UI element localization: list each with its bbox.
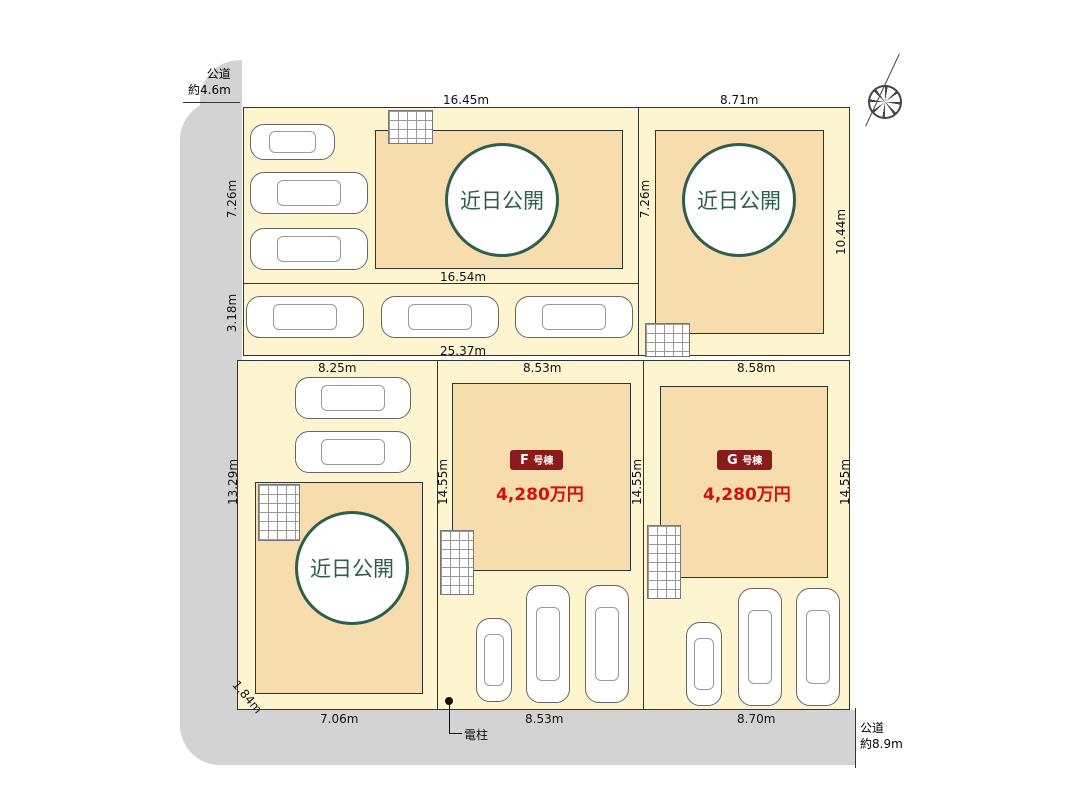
dimension: 13.29m	[226, 458, 241, 506]
car	[295, 377, 411, 419]
car	[515, 296, 633, 338]
badge-suffix: 号棟	[742, 456, 763, 467]
car	[250, 228, 368, 270]
utility-pole-leader	[449, 705, 462, 734]
road-label-top-left: 公道約4.6m	[188, 66, 231, 98]
dimension: 8.53m	[525, 712, 564, 726]
car	[381, 296, 499, 338]
utility-pole-icon	[445, 697, 453, 705]
entrance-grid	[258, 484, 300, 541]
entrance-grid	[440, 530, 474, 595]
car	[585, 585, 629, 703]
dimension: 7.06m	[320, 712, 359, 726]
badge-letter: F	[520, 453, 529, 468]
dimension: 25.37m	[440, 344, 487, 358]
car	[246, 296, 364, 338]
dimension: 14.55m	[838, 458, 853, 506]
dimension: 16.45m	[443, 93, 490, 107]
badge-letter: G	[727, 453, 738, 468]
dimension: 7.26m	[225, 179, 240, 219]
dimension: 8.71m	[720, 93, 759, 107]
dimension: 7.26m	[638, 179, 653, 219]
status-coming-soon: 近日公開	[445, 143, 559, 257]
dimension: 8.53m	[523, 361, 562, 375]
road-arrow-bottom-right	[855, 708, 856, 768]
price-G: 4,280万円	[703, 485, 791, 505]
car	[796, 588, 840, 706]
dimension: 8.25m	[318, 361, 357, 375]
price-F: 4,280万円	[496, 485, 584, 505]
badge-G: G 号棟	[717, 450, 773, 470]
car	[250, 124, 335, 160]
car	[526, 585, 570, 703]
road-width: 約8.9m	[860, 737, 903, 751]
entrance-grid	[388, 110, 433, 144]
road-label: 公道	[206, 67, 231, 81]
road-bottom	[180, 710, 855, 765]
north-compass-icon	[868, 85, 902, 119]
entrance-grid	[647, 525, 681, 599]
status-coming-soon: 近日公開	[295, 511, 409, 625]
dimension: 14.55m	[630, 458, 645, 506]
dimension: 16.54m	[440, 270, 487, 284]
dimension: 14.55m	[436, 458, 451, 506]
house-F	[452, 383, 631, 571]
entrance-grid	[645, 323, 690, 357]
road-left	[180, 100, 242, 765]
badge-suffix: 号棟	[533, 456, 554, 467]
car	[295, 431, 411, 473]
road-width: 約4.6m	[188, 83, 231, 97]
badge-F: F 号棟	[510, 450, 564, 470]
dimension: 8.58m	[737, 361, 776, 375]
dimension: 3.18m	[225, 293, 240, 333]
road-arrow-top-left	[183, 102, 240, 103]
dimension: 8.70m	[737, 712, 776, 726]
car	[476, 618, 512, 702]
road-label: 公道	[860, 721, 885, 735]
utility-pole-label: 電柱	[464, 728, 489, 742]
house-G	[660, 386, 828, 578]
status-coming-soon: 近日公開	[682, 143, 796, 257]
car	[686, 622, 722, 706]
road-label-bottom-right: 公道約8.9m	[860, 720, 903, 752]
dimension: 10.44m	[834, 208, 849, 256]
car	[738, 588, 782, 706]
car	[250, 172, 368, 214]
